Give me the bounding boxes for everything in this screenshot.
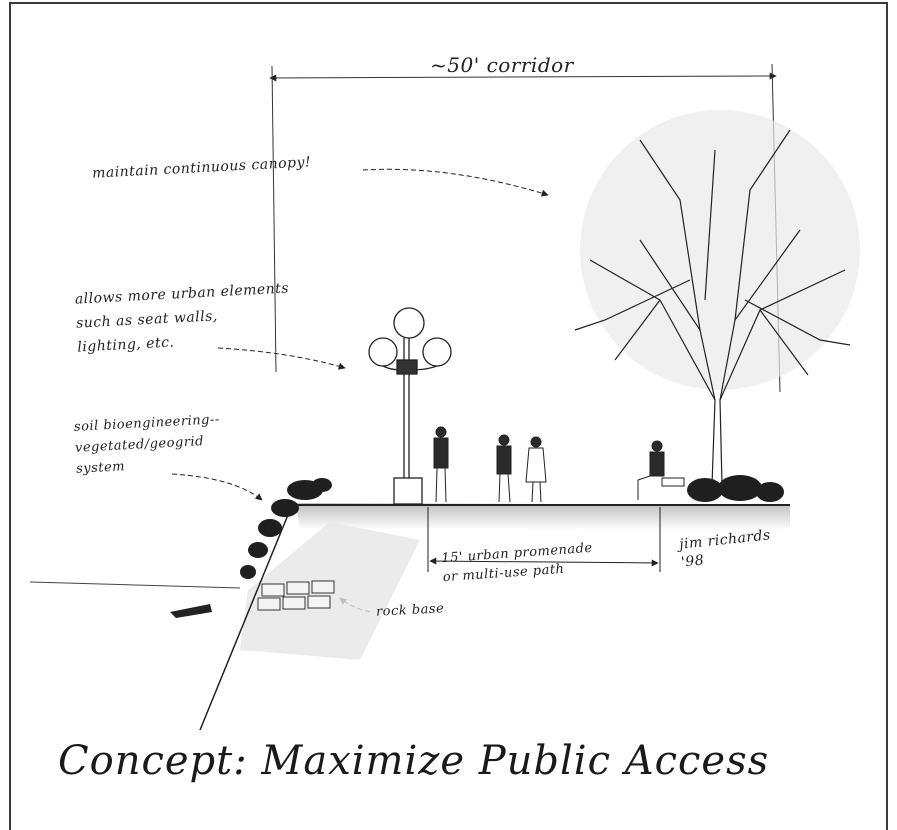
urban-elements-arrow (217, 347, 346, 370)
corridor-extension-left (271, 65, 277, 373)
embankment-line (199, 504, 293, 731)
promenade-shading (295, 503, 790, 530)
soil-bioengineering-note: soil bioengineering-- vegetated/geogrid … (73, 409, 222, 480)
person-photographer (433, 426, 449, 503)
path-dimension-line (429, 557, 659, 567)
rock-block (261, 583, 285, 597)
people (433, 426, 685, 503)
rock-block (257, 597, 281, 611)
soil-arrow (171, 473, 263, 501)
path-dimension (427, 507, 661, 572)
embankment-shrubs (240, 478, 332, 579)
tree-canopy-shade (580, 110, 860, 390)
ground-profile (29, 475, 790, 731)
corridor-dimension-line (269, 72, 777, 82)
rock-block (307, 595, 331, 609)
concept-title: Concept: Maximize Public Access (58, 738, 770, 784)
water-line (29, 581, 241, 589)
rock-base (257, 580, 335, 611)
person-walker-1 (496, 434, 512, 503)
corridor-label: ~50' corridor (430, 53, 574, 77)
person-walker-2 (525, 436, 547, 503)
canopy-arrow (362, 168, 549, 197)
rock-block (311, 580, 335, 594)
tree-branches (574, 129, 851, 486)
tree-base-shrubs (687, 475, 784, 502)
tree (574, 110, 860, 486)
rock-block (282, 596, 306, 610)
shoreline-rocks (170, 604, 212, 618)
lamp-post (368, 307, 452, 505)
rock-block (286, 581, 310, 595)
urban-elements-note: allows more urban elements such as seat … (74, 276, 292, 359)
person-seated (637, 440, 685, 500)
